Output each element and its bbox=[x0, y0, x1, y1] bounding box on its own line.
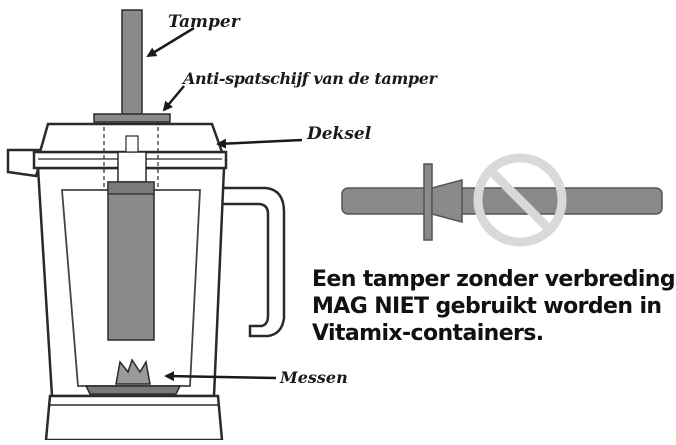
tamper bbox=[93, 9, 171, 341]
label-blades: Messen bbox=[280, 368, 348, 387]
blades bbox=[84, 358, 182, 395]
blender-base bbox=[44, 394, 224, 442]
label-tamper: Tamper bbox=[168, 12, 240, 32]
label-splash-disc: Anti-spatschijf van de tamper bbox=[183, 69, 437, 88]
no-symbol-icon bbox=[473, 153, 567, 247]
arrow-splash-disc bbox=[162, 85, 185, 112]
warning-line: Een tamper zonder verbreding bbox=[312, 267, 676, 292]
label-lid: Deksel bbox=[307, 124, 372, 144]
arrow-lid bbox=[216, 138, 303, 149]
prohibited-tamper bbox=[341, 163, 663, 241]
warning-text: Een tamper zonder verbreding MAG NIET ge… bbox=[312, 266, 676, 347]
warning-line: Vitamix-containers. bbox=[312, 321, 544, 346]
arrow-tamper bbox=[146, 26, 195, 58]
container-handle bbox=[212, 186, 286, 338]
arrow-blades bbox=[164, 371, 277, 382]
warning-line: MAG NIET gebruikt worden in bbox=[312, 294, 662, 319]
